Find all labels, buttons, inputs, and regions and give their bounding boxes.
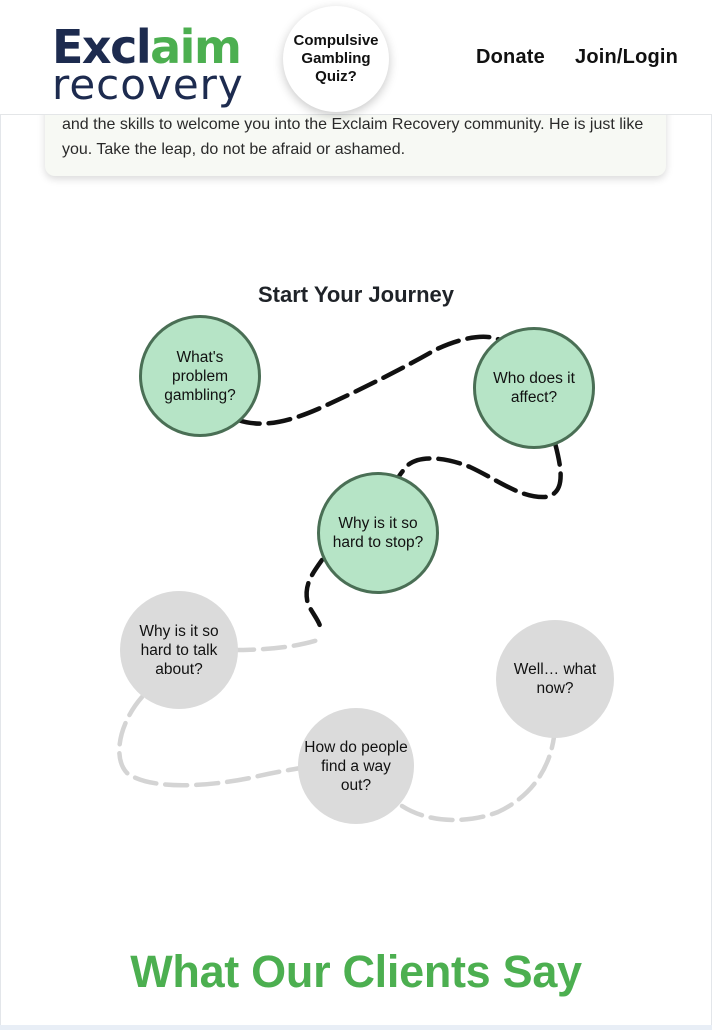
page-bottom-strip [0,1025,712,1030]
path-segment-4-5 [117,694,303,788]
clients-section-title: What Our Clients Say [130,946,582,997]
journey-step-1-label: What's problem gambling? [164,348,236,404]
journey-step-2[interactable]: Who does it affect? [473,327,595,449]
logo-wordmark-bottom: recovery [52,60,244,109]
journey-step-2-label: Who does it affect? [493,370,575,406]
path-segment-5-6 [399,734,557,823]
frame-left-edge [0,0,1,1030]
journey-step-5[interactable]: How do people find a way out? [298,708,414,824]
path-segment-2-3 [393,440,563,500]
journey-step-6-label: Well… what now? [513,661,597,697]
intro-text: and the skills to welcome you into the E… [62,116,644,158]
path-segment-4-link [229,637,321,653]
gambling-quiz-label: Compulsive Gambling Quiz? [293,32,379,85]
journey-step-5-label: How do people find a way out? [304,738,408,794]
journey-step-3[interactable]: Why is it so hard to stop? [317,472,439,594]
journey-step-3-label: Why is it so hard to stop? [332,515,424,551]
logo-prefix: Excl [52,20,152,74]
logo[interactable]: Exclaim recovery [52,20,252,109]
join-login-link[interactable]: Join/Login [575,46,679,68]
journey-title: Start Your Journey [257,282,454,307]
logo-accent: aim [150,20,242,74]
path-segment-1-2 [235,334,503,426]
journey-step-1[interactable]: What's problem gambling? [139,315,261,437]
journey-step-4-label: Why is it so hard to talk about? [139,622,219,678]
donate-link[interactable]: Donate [476,46,545,68]
logo-wordmark-top: Exclaim [52,20,242,74]
gambling-quiz-button[interactable]: Compulsive Gambling Quiz? [283,6,389,112]
journey-step-4[interactable]: Why is it so hard to talk about? [120,591,238,709]
path-segment-3-4 [304,557,325,635]
journey-step-6[interactable]: Well… what now? [496,620,614,738]
